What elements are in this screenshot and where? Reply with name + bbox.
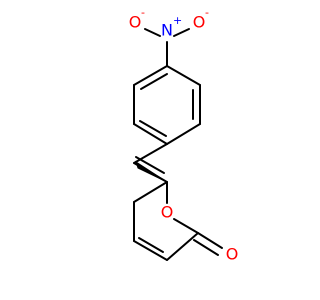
vinyl-linker [133,143,168,183]
bond-vinyl-double-inner [135,156,165,174]
bond-ch2-to-stereo-carbon [133,181,168,203]
carbonyl-oxygen-label: O [226,245,239,264]
molecule-canvas: O - N + O - O O [128,6,239,264]
bond-ring-3 [166,123,201,145]
bond-carbonyl-carbon-to-alpha-carbon [166,232,199,261]
bond-nitrogen-oxygen-right [173,28,190,37]
molecule-structure: O - N + O - O O [129,6,239,264]
nitro-group-bonds [144,28,190,67]
bond-ring-6 [133,65,168,86]
bond-ring-to-vinyl [133,143,168,164]
nitro-oxygen-left-charge: - [141,6,145,19]
ring-oxygen-label: O [161,203,174,222]
bond-alpha-beta-double-inner [138,237,164,253]
nitro-oxygen-right-label: O [193,13,206,32]
atom-labels: O - N + O - O O [129,6,239,264]
bond-nitrogen-oxygen-left [144,28,161,37]
nitro-oxygen-right-charge: - [205,6,209,19]
bond-carbonyl-double-1 [197,232,223,249]
nitrogen-label: N [161,21,173,40]
benzene-ring [133,65,201,145]
lactone-ring [133,160,223,261]
bond-ring-6-inner [140,73,168,90]
bond-ring-4-inner [139,120,167,137]
stereo-wedge-bond [135,160,168,183]
bond-ring-1 [166,65,201,86]
bond-carbonyl-double-2 [193,239,219,256]
nitro-oxygen-left-label: O [129,13,142,32]
bond-ring-oxygen-to-carbonyl-carbon [173,218,199,234]
bond-ring-4 [133,123,168,145]
nitrogen-charge: + [173,14,182,27]
bond-alpha-beta-double [133,240,168,261]
